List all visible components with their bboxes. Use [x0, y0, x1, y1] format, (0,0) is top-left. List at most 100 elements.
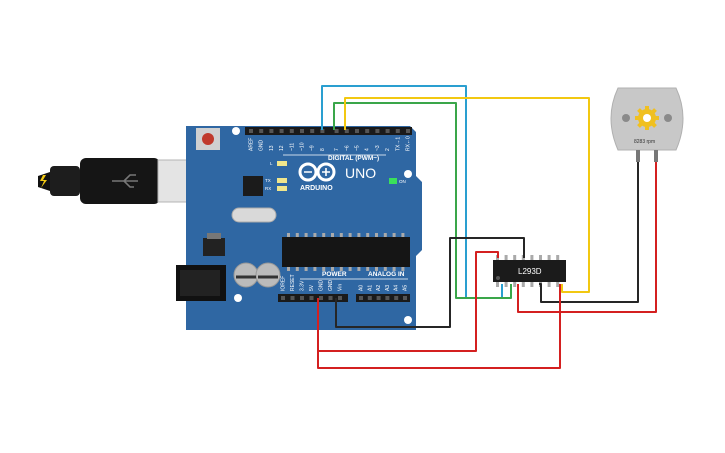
- wire-yellow[interactable]: [344, 97, 590, 293]
- digital-pin[interactable]: [249, 129, 253, 133]
- gear-tooth: [650, 121, 657, 128]
- power-pin[interactable]: [290, 296, 295, 300]
- wire-red-right[interactable]: [517, 162, 657, 313]
- power-pin[interactable]: [338, 296, 342, 300]
- gear-tooth: [637, 108, 644, 115]
- chip-pin: [295, 233, 299, 237]
- chip-pin: [287, 267, 290, 271]
- digital-pin[interactable]: [300, 129, 304, 133]
- driver-pin[interactable]: [556, 282, 560, 287]
- gear-icon: [635, 106, 659, 130]
- usb-symbol-icon: [112, 174, 138, 188]
- brand-label: ARDUINO: [300, 185, 333, 192]
- digital-pin-label: 13: [269, 145, 275, 151]
- driver-pin[interactable]: [530, 255, 534, 260]
- digital-pin[interactable]: [320, 129, 325, 133]
- chip-pin: [392, 267, 396, 271]
- driver-pin[interactable]: [513, 282, 517, 287]
- driver-pin[interactable]: [547, 255, 551, 260]
- lightning-icon: [40, 175, 47, 188]
- wires: [317, 85, 657, 369]
- digital-pin-label: 2: [385, 148, 391, 151]
- power-pin[interactable]: [300, 296, 304, 300]
- chip-pin: [357, 233, 361, 237]
- motor-screw: [622, 114, 630, 122]
- digital-pin[interactable]: [334, 129, 339, 133]
- atmega-chip-pins: [287, 233, 405, 271]
- power-header-label: POWER: [322, 271, 347, 278]
- digital-pin[interactable]: [269, 129, 274, 133]
- digital-pin-label: ~9: [310, 145, 316, 151]
- regulator-tab: [207, 233, 221, 239]
- digital-pin[interactable]: [310, 129, 315, 133]
- digital-pin[interactable]: [375, 129, 380, 133]
- dc-motor[interactable]: 8283 rpm: [610, 87, 684, 162]
- led-rx: [277, 186, 287, 191]
- driver-pin[interactable]: [556, 255, 560, 260]
- wire-green[interactable]: [333, 102, 512, 299]
- gear-tooth: [645, 125, 649, 130]
- analog-pin-label: A4: [394, 285, 400, 291]
- driver-pin[interactable]: [539, 255, 542, 260]
- driver-pin[interactable]: [530, 282, 534, 287]
- digital-header: [245, 127, 412, 135]
- chip-pin: [322, 267, 326, 271]
- digital-pin[interactable]: [279, 129, 284, 133]
- power-pin-label: RESET: [290, 274, 296, 291]
- digital-pin-label: RX←0: [406, 136, 412, 151]
- digital-pin[interactable]: [355, 129, 359, 133]
- analog-pin-label: A5: [403, 285, 409, 291]
- led-l: [277, 161, 287, 166]
- power-pin[interactable]: [281, 296, 285, 300]
- analog-pin[interactable]: [359, 296, 363, 300]
- wire-red-mid[interactable]: [317, 284, 561, 369]
- power-pin-label: 5V: [309, 284, 315, 291]
- driver-pin[interactable]: [496, 282, 499, 287]
- driver-pin[interactable]: [547, 282, 551, 287]
- crystal-oscillator: [231, 207, 277, 223]
- power-pin-label: GND: [319, 280, 325, 292]
- driver-pin[interactable]: [521, 282, 525, 287]
- atmega-chip: [282, 237, 410, 267]
- chip-pin: [304, 233, 308, 237]
- analog-pin[interactable]: [403, 296, 407, 300]
- analog-pin[interactable]: [367, 296, 372, 300]
- digital-pin[interactable]: [344, 129, 349, 133]
- driver-pin[interactable]: [504, 255, 508, 260]
- digital-pin[interactable]: [259, 129, 264, 133]
- wire-black-right[interactable]: [539, 162, 639, 303]
- chip-pin: [331, 267, 334, 271]
- power-pin[interactable]: [319, 296, 323, 300]
- wire-red-left[interactable]: [317, 251, 499, 352]
- power-pin[interactable]: [309, 296, 314, 300]
- usb-cable-grip: [50, 166, 80, 196]
- power-pin[interactable]: [328, 296, 333, 300]
- digital-pin[interactable]: [289, 129, 294, 133]
- wire-black-left[interactable]: [335, 237, 525, 328]
- driver-pin[interactable]: [504, 282, 508, 287]
- usb-cable[interactable]: [38, 158, 221, 204]
- digital-pin[interactable]: [385, 129, 390, 133]
- regulator: [203, 238, 225, 256]
- mounting-hole: [234, 294, 242, 302]
- analog-pin[interactable]: [394, 296, 399, 300]
- digital-pin[interactable]: [406, 129, 410, 133]
- reset-button[interactable]: [202, 133, 214, 145]
- digital-pin[interactable]: [365, 129, 370, 133]
- model-label: UNO: [345, 165, 376, 181]
- digital-pin-label: ~5: [355, 145, 361, 151]
- label-rx: RX: [265, 186, 271, 191]
- chip-pin: [295, 267, 299, 271]
- wire-blue[interactable]: [321, 85, 503, 299]
- driver-pin[interactable]: [513, 255, 517, 260]
- analog-pin[interactable]: [385, 296, 390, 300]
- analog-pin[interactable]: [376, 296, 381, 300]
- power-pin-label: IOREF: [281, 276, 287, 291]
- arduino-infinity-logo-icon: [298, 162, 336, 182]
- digital-pin[interactable]: [395, 129, 400, 133]
- driver-pin1-mark: [496, 276, 500, 280]
- l293d-driver[interactable]: L293D: [493, 255, 566, 287]
